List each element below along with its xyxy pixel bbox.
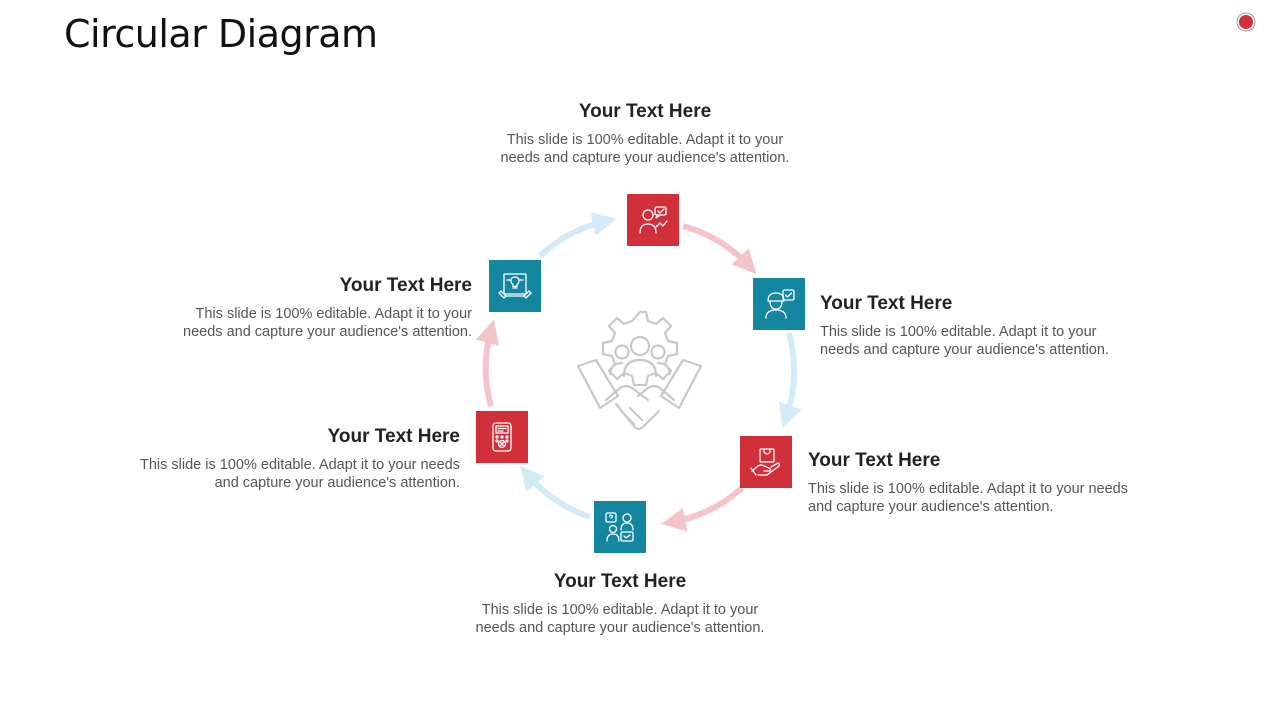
gear-people-handshake-icon (576, 310, 703, 430)
arrow-segment-3 (661, 485, 744, 532)
item-body-line2: needs and capture your audience's attent… (500, 150, 790, 166)
hand-shopping-bag-icon (750, 448, 780, 476)
item-body-line2: needs and capture your audience's attent… (820, 342, 1109, 358)
slide-title: Circular Diagram (64, 12, 378, 56)
text-block-4: Your Text Here This slide is 100% editab… (435, 571, 805, 637)
card-terminal-icon (492, 422, 512, 452)
item-body-line1: This slide is 100% editable. Adapt it to… (140, 457, 460, 473)
person-feedback-icon (639, 206, 668, 234)
customer-support-icon (605, 512, 634, 542)
idea-blueprint-icon (498, 273, 532, 299)
arrow-segment-5 (475, 319, 500, 407)
item-body-line1: This slide is 100% editable. Adapt it to… (808, 481, 1128, 497)
node-6 (489, 260, 541, 312)
arrow-segment-2 (779, 332, 802, 429)
worker-checkmark-icon (765, 289, 795, 319)
arrow-segment-4 (520, 465, 591, 520)
node-5 (476, 411, 528, 463)
arrow-segment-1 (682, 223, 757, 274)
item-heading: Your Text Here (327, 426, 460, 447)
node-3 (740, 436, 792, 488)
item-heading: Your Text Here (820, 293, 953, 314)
item-heading: Your Text Here (808, 450, 941, 471)
text-block-2: Your Text Here This slide is 100% editab… (820, 293, 1200, 359)
text-block-3: Your Text Here This slide is 100% editab… (808, 450, 1208, 516)
item-body-line1: This slide is 100% editable. Adapt it to… (481, 602, 759, 618)
text-block-1: Your Text Here This slide is 100% editab… (470, 101, 820, 167)
item-body-line2: needs and capture your audience's attent… (183, 324, 472, 340)
item-heading: Your Text Here (553, 571, 687, 592)
item-heading: Your Text Here (339, 275, 472, 296)
item-body-line2: and capture your audience's attention. (808, 499, 1054, 515)
node-2 (753, 278, 805, 330)
node-1 (627, 194, 679, 246)
item-heading: Your Text Here (578, 101, 712, 122)
item-body-line1: This slide is 100% editable. Adapt it to… (195, 306, 472, 322)
arrow-segment-6 (537, 212, 617, 259)
item-body-line1: This slide is 100% editable. Adapt it to… (820, 324, 1097, 340)
item-body-line2: and capture your audience's attention. (214, 475, 460, 491)
item-body-line1: This slide is 100% editable. Adapt it to… (506, 132, 784, 148)
text-block-6: Your Text Here This slide is 100% editab… (92, 275, 472, 341)
node-4 (594, 501, 646, 553)
record-dot-icon (1239, 15, 1253, 29)
item-body-line2: needs and capture your audience's attent… (475, 620, 765, 636)
text-block-5: Your Text Here This slide is 100% editab… (60, 426, 460, 492)
